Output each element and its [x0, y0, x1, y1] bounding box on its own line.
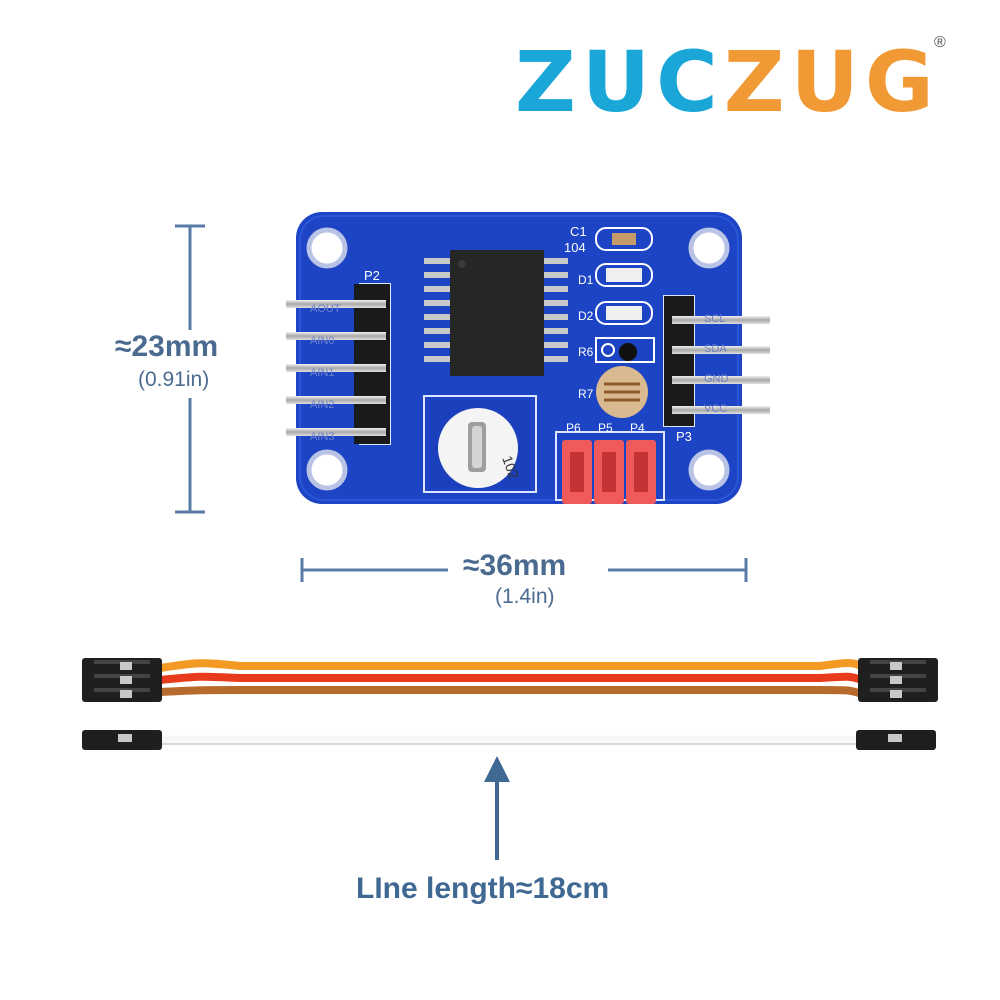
height-dimension-line [175, 224, 205, 514]
brand-logo: ZUCZUG [515, 40, 940, 124]
label-r6: R6 [578, 345, 594, 359]
label-d1: D1 [578, 273, 594, 287]
width-dimension-line [300, 558, 748, 582]
height-label: ≈23mm [115, 330, 219, 363]
label-p2: P2 [364, 268, 380, 283]
label-p3: P3 [676, 429, 692, 444]
label-p4: P4 [630, 421, 645, 435]
pin-label-ain1: AIN1 [310, 367, 334, 379]
left-header-pins [286, 284, 390, 444]
label-d2: D2 [578, 309, 594, 323]
width-label: ≈36mm [463, 549, 567, 582]
pin-label-ain2: AIN2 [310, 399, 334, 411]
mounting-holes [306, 227, 730, 491]
jumpers [562, 440, 656, 504]
height-sub-label: (0.91in) [138, 368, 210, 391]
pin-label-vcc: VCC [704, 403, 727, 415]
label-c1: C1 [570, 224, 587, 239]
right-header-pins [664, 296, 770, 426]
potentiometer [430, 400, 530, 488]
label-p5: P5 [598, 421, 613, 435]
single-wire-cable [82, 730, 936, 750]
line-length-label: LIne length≈18cm [356, 872, 610, 905]
pin-label-gnd: GND [704, 373, 729, 385]
photoresistor [596, 366, 648, 418]
label-r7: R7 [578, 387, 594, 401]
logo-part-1: ZUC [515, 33, 724, 131]
pin-label-ain0: AIN0 [310, 335, 334, 347]
smd-components [595, 227, 655, 363]
pin-label-scl: SCL [704, 313, 725, 325]
label-p6: P6 [566, 421, 581, 435]
label-pot: 102 [499, 454, 522, 482]
pin-label-sda: SDA [704, 343, 727, 355]
registered-mark: ® [934, 34, 946, 51]
ic-chip [424, 250, 568, 376]
width-sub-label: (1.4in) [495, 585, 555, 608]
pin-label-ain3: AIN3 [310, 431, 334, 443]
logo-part-2: ZUG [723, 33, 940, 131]
label-c1-value: 104 [564, 240, 586, 255]
pin-label-aout: AOUT [310, 303, 341, 315]
line-length-arrow [484, 756, 510, 860]
three-wire-cable [82, 658, 938, 702]
